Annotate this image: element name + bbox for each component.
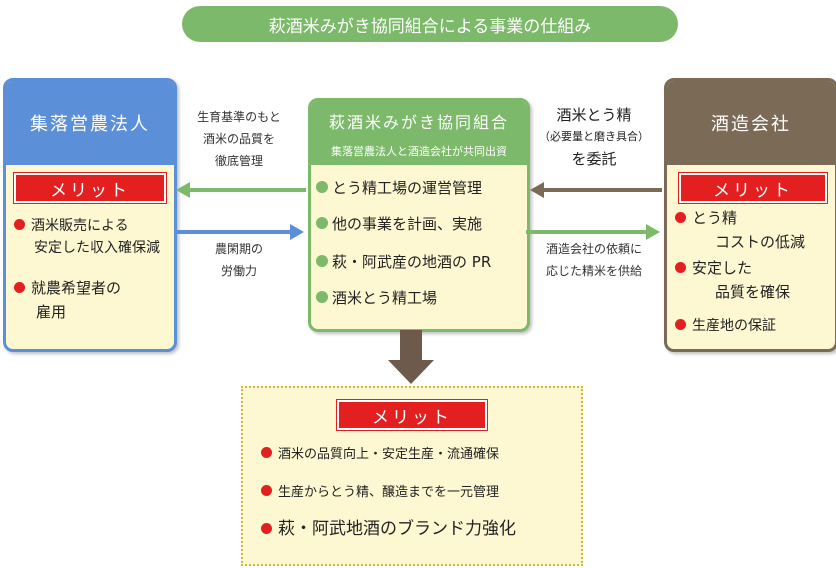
cooperative-item-2-text: 他の事業を計画、実施	[332, 215, 483, 233]
cooperative-box: 萩酒米みがき協同組合 集落営農法人と酒造会社が共同出資 とう精工場の運営管理 他…	[308, 98, 530, 332]
arrow-brewery-to-coop	[530, 182, 662, 198]
overall-merit-3: 萩・阿武地酒のブランド力強化	[261, 518, 516, 540]
cooperative-item-2: 他の事業を計画、実施	[316, 213, 482, 235]
flow-supply-line1: 酒造会社の依頼に	[545, 242, 642, 256]
brewery-merit-3-text: 生産地の保証	[692, 318, 776, 334]
flow-supply-line2: 応じた精米を供給	[545, 264, 642, 278]
flow-labor-line1: 農閑期の	[214, 242, 263, 256]
cooperative-name: 萩酒米みがき協同組合	[328, 113, 509, 132]
brewery-merit-1-line2: コストの低減	[715, 233, 806, 251]
bullet-icon	[675, 212, 686, 223]
arrow-coop-to-brewery	[526, 224, 660, 240]
farm-corp-box: 集落営農法人 メリット 酒米販売による 安定した収入確保減 就農希望者の 雇用	[3, 78, 177, 352]
brewery-merit-2-line1: 安定した	[692, 259, 753, 277]
bullet-icon	[675, 262, 686, 273]
brewery-merit-3: 生産地の保証	[675, 315, 776, 337]
cooperative-item-1: とう精工場の運営管理	[316, 177, 482, 199]
flow-quality-line1: 生育基準のもと	[197, 110, 281, 124]
farm-corp-merit-1-line1: 酒米販売による	[31, 218, 129, 234]
bullet-icon	[261, 523, 272, 534]
flow-polishing-label: 酒米とう精 （必要量と磨き具合） を委託	[527, 104, 661, 170]
brewery-box: 酒造会社 メリット とう精 コストの低減 安定した 品質を確保 生産地の保証	[664, 78, 836, 352]
overall-merit-label: メリット	[337, 400, 487, 430]
cooperative-item-1-text: とう精工場の運営管理	[332, 179, 483, 197]
bullet-icon	[316, 255, 328, 267]
cooperative-item-4: 酒米とう精工場	[316, 287, 437, 309]
arrow-coop-to-farm	[176, 182, 306, 198]
farm-corp-header: 集落営農法人	[6, 81, 174, 165]
flow-quality-line2: 酒米の品質を	[202, 132, 275, 146]
overall-merit-2-text: 生産からとう精、醸造までを一元管理	[278, 485, 500, 500]
bullet-icon	[675, 319, 686, 330]
farm-corp-merit-2: 就農希望者の	[14, 277, 121, 299]
cooperative-item-3: 萩・阿武産の地酒の PR	[316, 251, 491, 273]
arrow-down-to-merits	[388, 330, 434, 384]
flow-supply-label: 酒造会社の依頼に 応じた精米を供給	[527, 238, 661, 282]
arrow-farm-to-coop	[174, 224, 304, 240]
bullet-icon	[261, 485, 272, 496]
brewery-merit-1-line1: とう精	[692, 209, 738, 227]
cooperative-item-3-text: 萩・阿武産の地酒の PR	[332, 253, 492, 271]
brewery-merit-2: 安定した	[675, 257, 752, 279]
bullet-icon	[14, 219, 25, 230]
farm-corp-merit-2-line2: 雇用	[36, 303, 67, 321]
cooperative-item-4-text: 酒米とう精工場	[332, 289, 438, 307]
flow-polishing-end: を委託	[571, 150, 617, 168]
overall-merit-3-text: 萩・阿武地酒のブランド力強化	[278, 519, 516, 539]
brewery-merit-1: とう精	[675, 207, 737, 229]
brewery-merit-label: メリット	[679, 173, 827, 203]
brewery-merit-2-line2: 品質を確保	[715, 283, 791, 301]
overall-merit-1-text: 酒米の品質向上・安定生産・流通確保	[278, 447, 500, 462]
flow-polishing-main: 酒米とう精	[556, 106, 632, 124]
flow-labor-line2: 労働力	[220, 264, 257, 278]
overall-merit-2: 生産からとう精、醸造までを一元管理	[261, 482, 499, 504]
cooperative-header: 萩酒米みがき協同組合 集落営農法人と酒造会社が共同出資	[311, 101, 527, 165]
diagram-title: 萩酒米みがき協同組合による事業の仕組み	[182, 6, 678, 42]
farm-corp-merit-label: メリット	[14, 173, 166, 203]
bullet-icon	[316, 181, 328, 193]
bullet-icon	[316, 291, 328, 303]
flow-quality-line3: 徹底管理	[214, 154, 263, 168]
overall-merit-1: 酒米の品質向上・安定生産・流通確保	[261, 444, 499, 466]
flow-quality-label: 生育基準のもと 酒米の品質を 徹底管理	[176, 106, 302, 172]
bullet-icon	[14, 282, 25, 293]
bullet-icon	[261, 447, 272, 458]
overall-merits-box: メリット 酒米の品質向上・安定生産・流通確保 生産からとう精、醸造までを一元管理…	[241, 386, 583, 566]
flow-labor-label: 農閑期の 労働力	[176, 238, 302, 282]
brewery-header: 酒造会社	[667, 81, 835, 165]
cooperative-subheader: 集落営農法人と酒造会社が共同出資	[331, 145, 507, 158]
farm-corp-merit-1: 酒米販売による	[14, 215, 129, 237]
farm-corp-merit-2-line1: 就農希望者の	[31, 279, 122, 297]
farm-corp-merit-1-line2: 安定した収入確保減	[34, 240, 160, 256]
bullet-icon	[316, 217, 328, 229]
flow-polishing-sub: （必要量と磨き具合）	[539, 130, 649, 143]
